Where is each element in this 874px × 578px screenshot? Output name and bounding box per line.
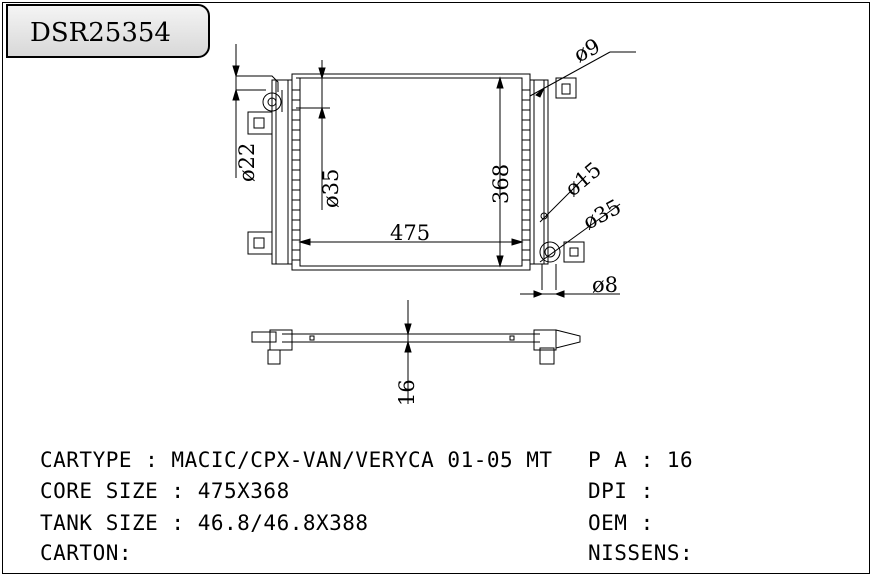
spec-tank-size: TANK SIZE : 46.8/46.8X388 xyxy=(40,511,369,535)
dim-thickness-16: 16 xyxy=(395,379,419,406)
spec-pa: P A : 16 xyxy=(588,448,694,472)
dimension-lines xyxy=(232,44,636,298)
left-tank-fittings xyxy=(236,75,283,255)
dim-diameter-8: ø8 xyxy=(592,273,618,297)
part-number-tab: DSR25354 xyxy=(6,4,210,58)
radiator-core xyxy=(271,73,549,271)
spec-nissens: NISSENS: xyxy=(588,541,694,565)
dim-width-475: 475 xyxy=(390,221,430,245)
part-number: DSR25354 xyxy=(30,18,171,48)
dim-height-368: 368 xyxy=(489,164,513,204)
spec-oem: OEM : xyxy=(588,511,654,535)
spec-cartype: CARTYPE : MACIC/CPX-VAN/VERYCA 01-05 MT xyxy=(40,448,553,472)
spec-dpi: DPI : xyxy=(588,479,654,503)
spec-core-size: CORE SIZE : 475X368 xyxy=(40,479,290,503)
side-view xyxy=(251,300,581,404)
dim-diameter-9: ø9 xyxy=(570,34,604,67)
dim-diameter-35-left: ø35 xyxy=(319,169,343,208)
spec-carton: CARTON: xyxy=(40,541,133,565)
right-tank-fittings xyxy=(539,77,585,290)
dim-diameter-22: ø22 xyxy=(235,143,259,182)
